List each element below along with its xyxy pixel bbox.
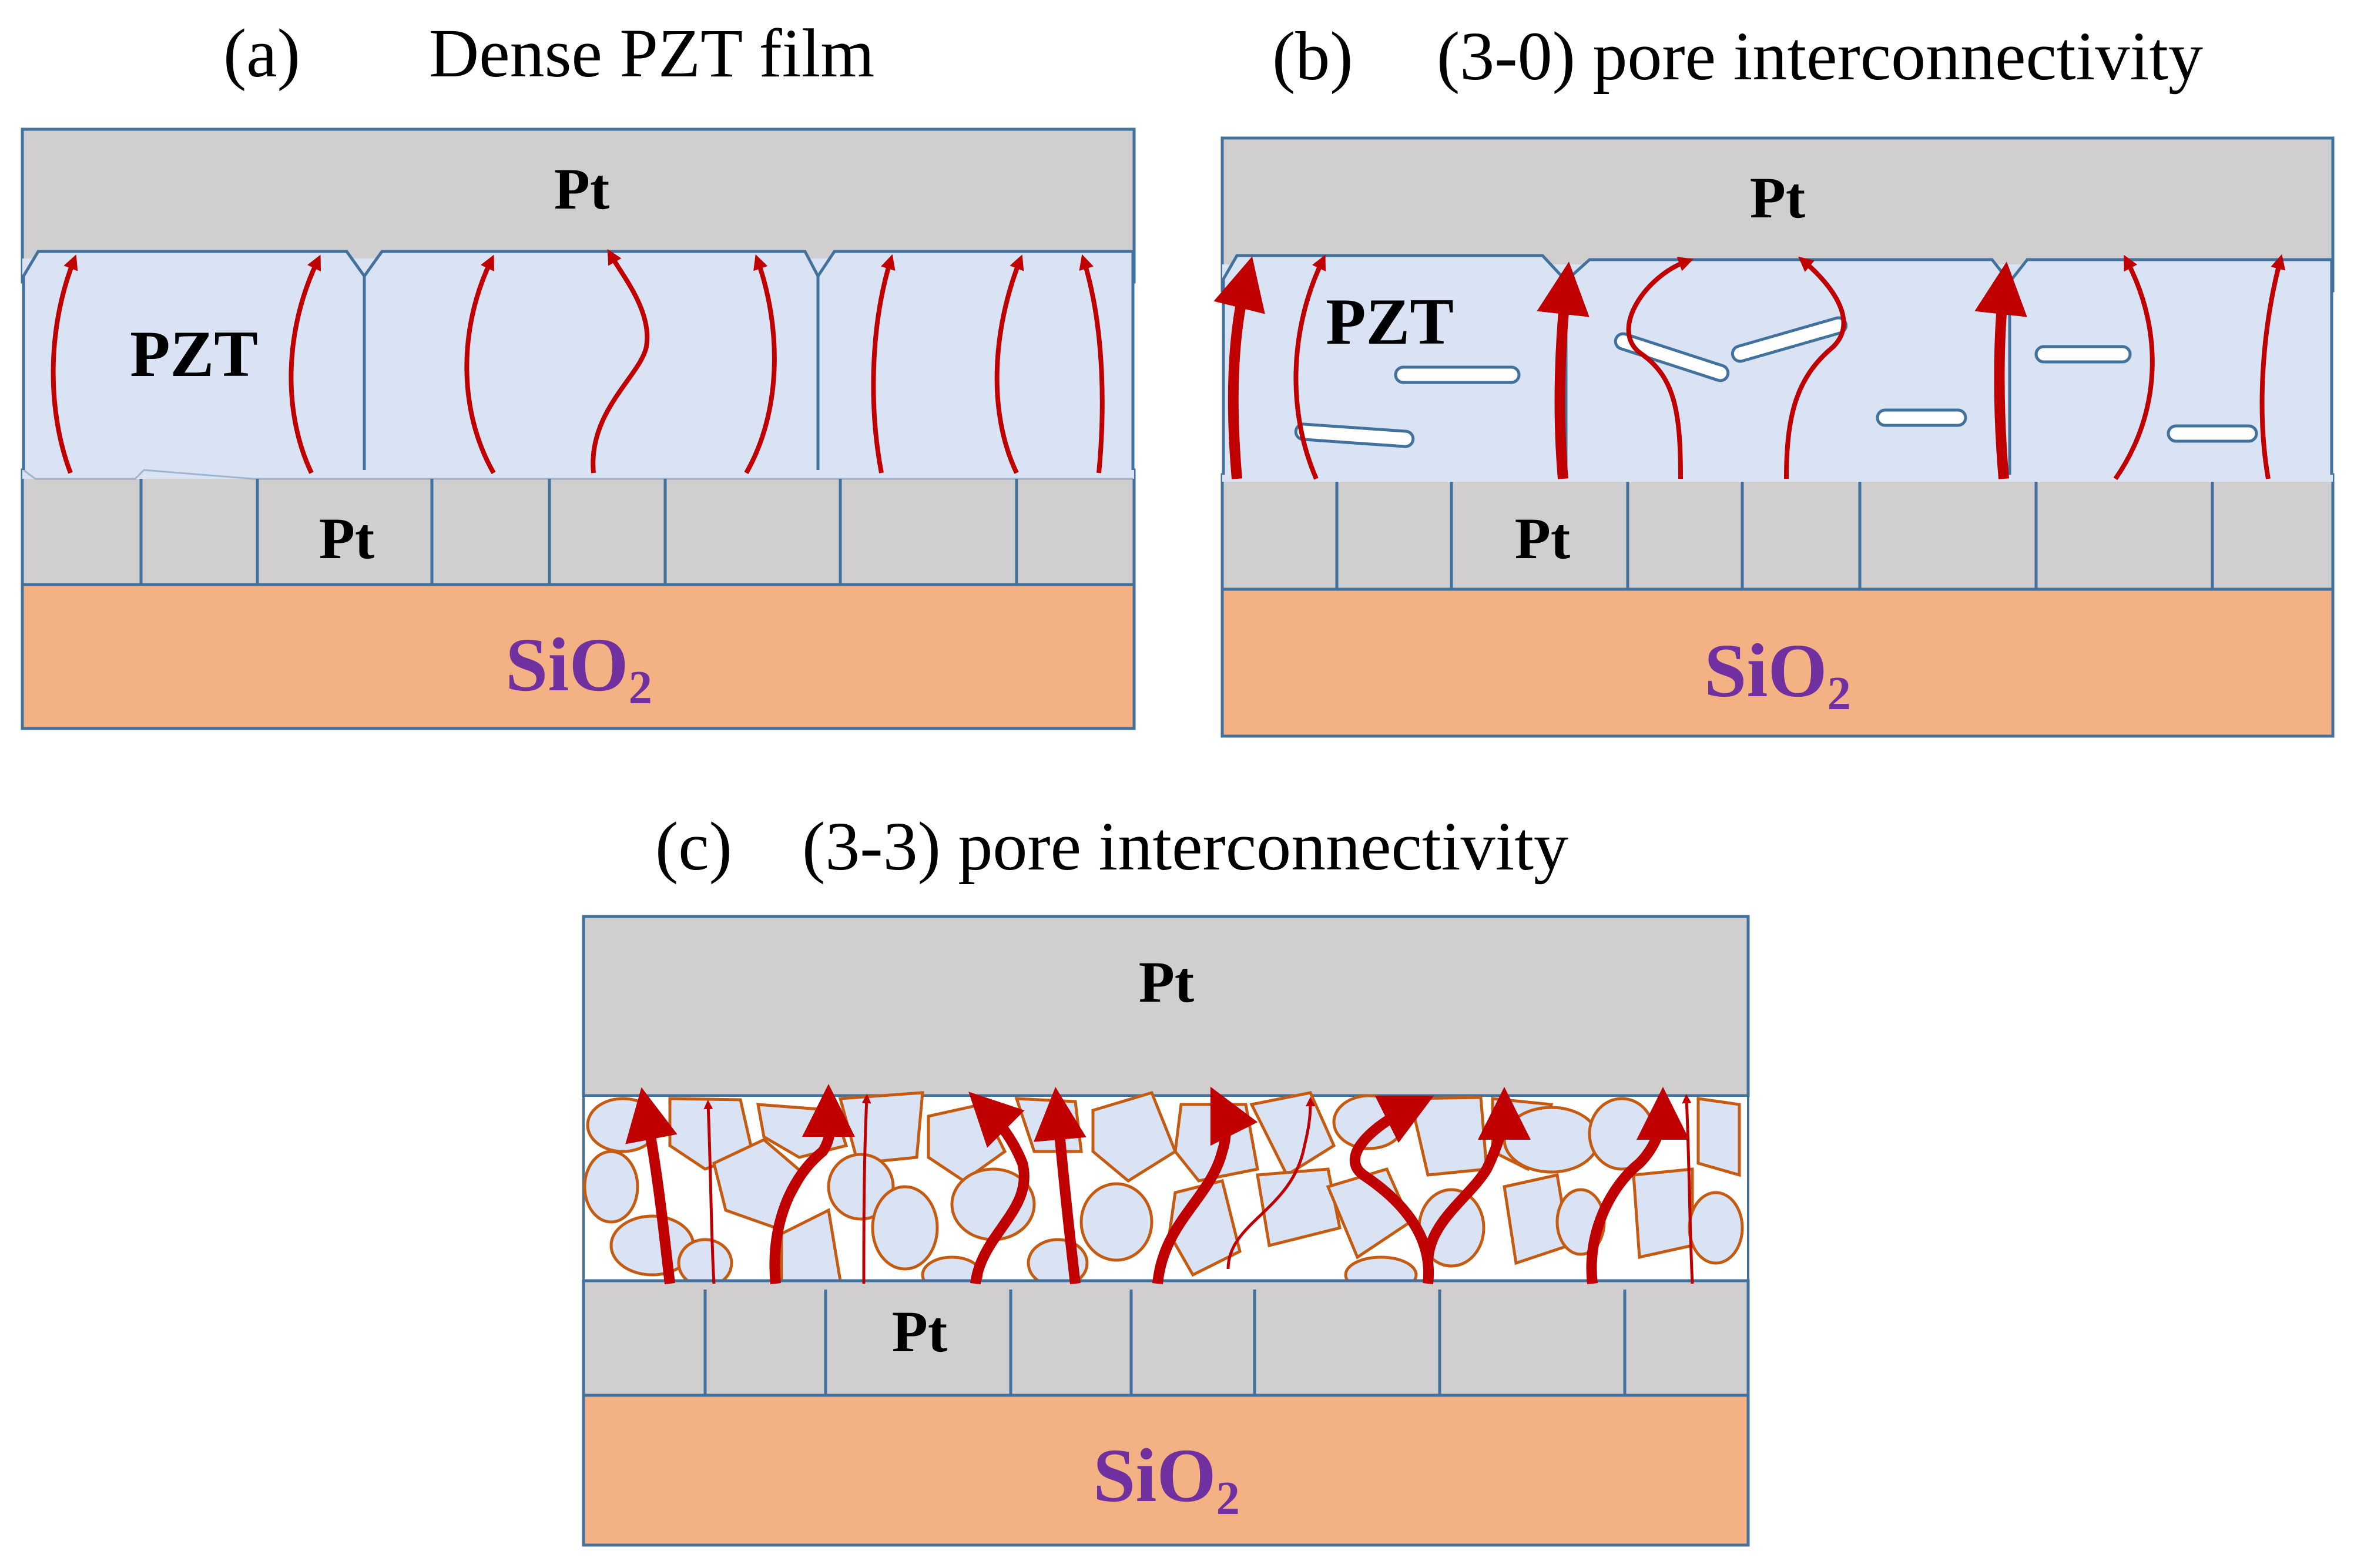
panel-b-substrate xyxy=(1220,587,2335,738)
panel-a: (a) Dense PZT film xyxy=(21,15,1136,730)
panel-b-bottom-pt-label: Pt xyxy=(1515,506,1570,571)
panel-a-bottom-pt-label: Pt xyxy=(319,506,374,571)
panel-b: (b) (3-0) pore interconnectivity xyxy=(1213,18,2335,738)
panel-b-isolated-pores xyxy=(1294,316,2258,448)
panel-b-polarization-arrows xyxy=(1293,254,2286,481)
panel-a-substrate xyxy=(21,583,1136,730)
panel-c-bottom-pt-label: Pt xyxy=(892,1299,947,1364)
panel-c-letter: (c) xyxy=(655,808,732,885)
panel-b-top-pt-label: Pt xyxy=(1750,165,1805,230)
panel-c-sio2-label: SiO2 xyxy=(1093,1433,1240,1525)
panel-a-bottom-pt xyxy=(21,468,1136,586)
panel-b-letter: (b) xyxy=(1272,18,1353,95)
panel-a-sio2-label: SiO2 xyxy=(505,623,652,714)
panel-c-substrate xyxy=(582,1394,1750,1547)
panel-a-letter: (a) xyxy=(223,15,300,92)
panel-b-bottom-pt xyxy=(1220,473,2335,591)
panel-a-title: Dense PZT film xyxy=(429,15,874,92)
panel-a-pzt-columns xyxy=(22,250,1135,470)
panel-c-porous-grains xyxy=(583,1090,1744,1294)
panel-c-title: (3-3) pore interconnectivity xyxy=(802,808,1568,885)
panel-c: (c) (3-3) pore interconnectivity xyxy=(582,808,1750,1547)
panel-a-polarization-arrows xyxy=(51,249,1105,474)
panel-b-sio2-label: SiO2 xyxy=(1704,629,1851,720)
panel-c-bottom-grain-bounds xyxy=(703,1290,1627,1395)
panel-a-pzt-label: PZT xyxy=(130,318,258,391)
panel-c-top-pt-label: Pt xyxy=(1139,949,1194,1015)
panel-a-top-pt-label: Pt xyxy=(554,156,609,221)
panel-a-bottom-grain-bounds xyxy=(139,470,1018,585)
panel-c-thick-arrows xyxy=(625,1084,1689,1285)
panel-c-bottom-pt xyxy=(582,1279,1750,1397)
panel-b-title: (3-0) pore interconnectivity xyxy=(1437,18,2203,95)
panel-c-thin-arrows xyxy=(703,1094,1694,1284)
panel-b-bottom-grain-bounds xyxy=(1335,475,2214,589)
panel-b-pzt-label: PZT xyxy=(1326,286,1454,358)
panel-b-thick-arrows xyxy=(1213,256,2027,479)
